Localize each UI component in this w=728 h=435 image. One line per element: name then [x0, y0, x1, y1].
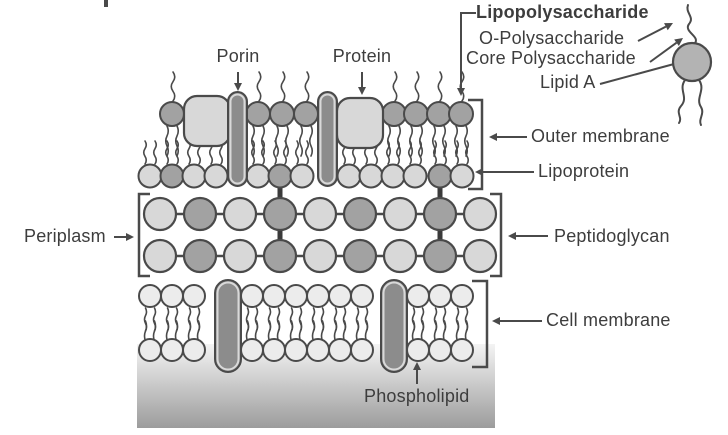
peptidoglycan-bracket — [490, 192, 503, 278]
lipid-a-line — [599, 63, 675, 85]
label-protein: Protein — [332, 46, 392, 66]
label-cell-membrane: Cell membrane — [546, 310, 671, 330]
phospholipid-arrow — [413, 362, 421, 384]
periplasm-bracket — [137, 192, 150, 278]
cell-membrane-bracket — [472, 279, 489, 369]
label-core-polysaccharide: Core Polysaccharide — [466, 48, 636, 68]
label-lipid-a: Lipid A — [540, 72, 596, 92]
outer-membrane-bracket — [468, 98, 484, 191]
label-lipopolysaccharide: Lipopolysaccharide — [476, 2, 649, 22]
lipopolysaccharide-arrow — [457, 12, 476, 96]
core-polysaccharide-arrow — [649, 38, 683, 63]
cell-membrane-layer — [138, 279, 474, 373]
peptidoglycan-layer — [142, 180, 498, 274]
lps-molecule — [671, 4, 713, 126]
label-outer-membrane: Outer membrane — [531, 126, 670, 146]
cropped-text-remnant — [104, 0, 108, 7]
label-porin: Porin — [216, 46, 260, 66]
label-peptidoglycan: Peptidoglycan — [554, 226, 670, 246]
label-o-polysaccharide: O-Polysaccharide — [479, 28, 625, 48]
label-lipoprotein: Lipoprotein — [538, 161, 630, 181]
peptidoglycan-arrow — [508, 232, 548, 240]
outer-membrane-layer — [137, 71, 475, 189]
cell-membrane-arrow — [492, 317, 542, 325]
o-polysaccharide-arrow — [637, 23, 673, 42]
outer-membrane-arrow — [489, 133, 527, 141]
periplasm-arrow — [114, 233, 134, 241]
label-periplasm: Periplasm — [24, 226, 106, 246]
protein-arrow — [358, 72, 366, 95]
label-phospholipid: Phospholipid — [364, 386, 470, 406]
lipoprotein-arrow — [475, 168, 534, 176]
porin-arrow — [234, 72, 242, 91]
